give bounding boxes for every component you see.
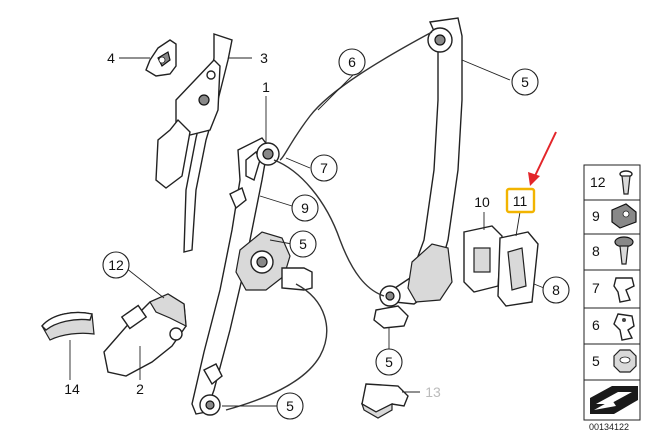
seal-panel-11	[497, 231, 539, 307]
callout-5-mid: 5	[289, 230, 317, 258]
part-number-13: 13	[425, 384, 441, 400]
expansion-rivet-icon	[614, 236, 634, 265]
fastener-sidebar: 12 9 8 7 6 5	[583, 164, 641, 421]
callout-7: 7	[310, 154, 338, 182]
part-number-10: 10	[474, 194, 490, 210]
part-number-2: 2	[136, 381, 144, 397]
callout-5-mid-label: 5	[299, 236, 307, 252]
front-cable	[225, 283, 328, 411]
sidebar-number-6: 6	[592, 317, 600, 333]
part-number-3: 3	[260, 50, 268, 66]
foam-pad	[41, 311, 95, 341]
callout-5-low: 5	[375, 348, 403, 376]
callout-12-label: 12	[108, 257, 124, 273]
sidebar-number-5: 5	[592, 353, 600, 369]
screw-icon	[619, 170, 633, 195]
document-id: 00134122	[589, 422, 629, 432]
window-regulator-front	[191, 137, 313, 416]
mirror-triangle-trim	[145, 39, 177, 77]
sidebar-number-12: 12	[590, 174, 606, 190]
sidebar-number-9: 9	[592, 208, 600, 224]
callout-5-bottom: 5	[276, 392, 304, 420]
callout-6-label: 6	[348, 54, 356, 70]
callout-9-label: 9	[301, 200, 309, 216]
part-number-14: 14	[64, 381, 80, 397]
callout-8: 8	[542, 276, 570, 304]
callout-6: 6	[338, 48, 366, 76]
part-number-11: 11	[513, 193, 528, 209]
push-clip-icon	[613, 313, 635, 341]
callout-12: 12	[102, 251, 130, 279]
callout-5-top: 5	[511, 68, 539, 96]
rear-cable-lower	[273, 159, 385, 297]
callout-5-top-label: 5	[521, 74, 529, 90]
callout-8-label: 8	[552, 282, 560, 298]
callout-7-label: 7	[320, 160, 328, 176]
part-number-4: 4	[107, 50, 115, 66]
sidebar-number-8: 8	[592, 243, 600, 259]
clip-nut-icon	[611, 203, 637, 229]
bracket-part	[360, 383, 409, 419]
window-guide-rail	[155, 33, 233, 253]
part-number-1: 1	[262, 79, 270, 95]
plastic-clip-icon	[613, 277, 635, 303]
leader-lines	[69, 57, 545, 407]
callout-5-bottom-label: 5	[286, 398, 294, 414]
seal-panel-10	[463, 225, 503, 293]
rear-cable-upper	[279, 31, 433, 161]
callout-9: 9	[291, 194, 319, 222]
red-arrow-shaft	[533, 131, 557, 179]
window-motor	[103, 293, 187, 377]
window-regulator-rear	[373, 17, 463, 329]
sidebar-number-7: 7	[592, 280, 600, 296]
highlight-11: 11	[505, 131, 557, 214]
red-arrow-head	[528, 172, 540, 186]
hex-nut-icon	[613, 349, 637, 373]
callout-5-low-label: 5	[385, 354, 393, 370]
sidebar-arrow-icon	[590, 386, 638, 414]
highlight-box	[505, 187, 536, 214]
